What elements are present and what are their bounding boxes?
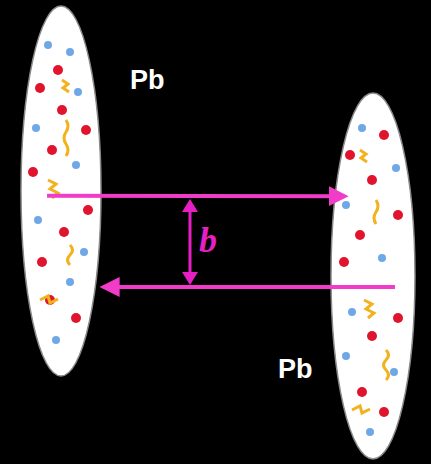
nucleus-ellipse: Pb [330,92,416,460]
nucleus-outline [330,92,416,460]
nucleus-label: Pb [130,67,165,94]
impact-parameter-arrow [182,199,198,285]
impact-parameter-label: b [199,222,217,258]
nucleus-outline [20,5,102,377]
nucleus-label: Pb [278,356,313,383]
nucleus-ellipse: Pb [20,5,102,377]
